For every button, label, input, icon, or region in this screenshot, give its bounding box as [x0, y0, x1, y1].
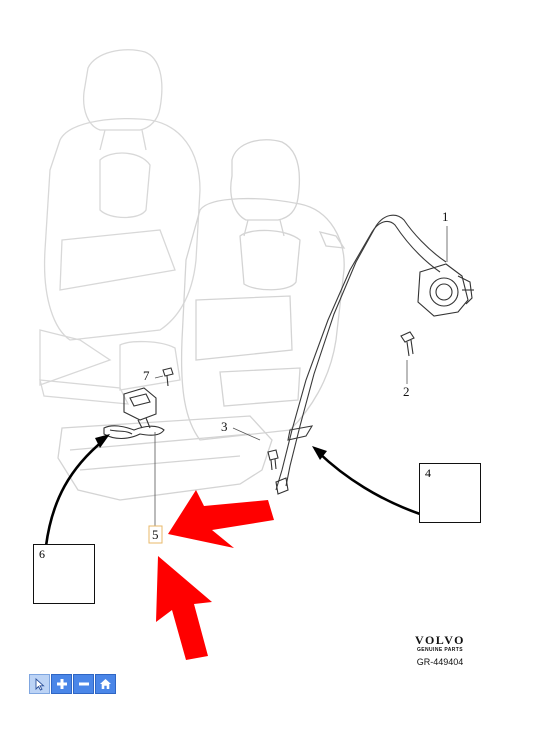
pointer-icon [35, 677, 45, 691]
brand-tagline: GENUINE PARTS [417, 647, 463, 653]
anchor-bolt [267, 449, 289, 495]
buckle-assembly [103, 387, 165, 440]
inset-arrows [44, 438, 421, 547]
retractor-unit [417, 263, 474, 317]
callout-6: 6 [39, 547, 45, 561]
callout-3: 3 [221, 419, 228, 434]
bolt-part [400, 331, 415, 357]
seatbelt-webbing [275, 214, 447, 491]
brand-block: VOLVO GENUINE PARTS GR-449404 [405, 633, 475, 667]
leader-lines [154, 226, 448, 526]
inset-part-6: 6 [33, 544, 95, 604]
rear-seat-outline [39, 49, 201, 405]
home-button[interactable] [95, 674, 116, 694]
zoom-in-icon [56, 679, 67, 689]
callout-5: 5 [152, 527, 159, 542]
diagram-toolbar [29, 674, 116, 694]
zoom-out-button[interactable] [73, 674, 94, 694]
callout-4: 4 [425, 466, 431, 480]
callout-5-box [148, 525, 163, 544]
pointer-button[interactable] [29, 674, 50, 694]
zoom-out-icon [78, 682, 89, 686]
diagram-code: GR-449404 [416, 657, 464, 667]
inset-part-4: 4 [419, 463, 481, 523]
callout-1: 1 [442, 209, 449, 224]
volvo-logo: VOLVO [415, 633, 465, 647]
callout-7: 7 [143, 368, 150, 383]
home-icon [100, 679, 111, 689]
callout-2: 2 [403, 384, 410, 399]
clip-part [162, 367, 174, 387]
zoom-in-button[interactable] [51, 674, 72, 694]
red-pointer-arrows [156, 490, 274, 660]
